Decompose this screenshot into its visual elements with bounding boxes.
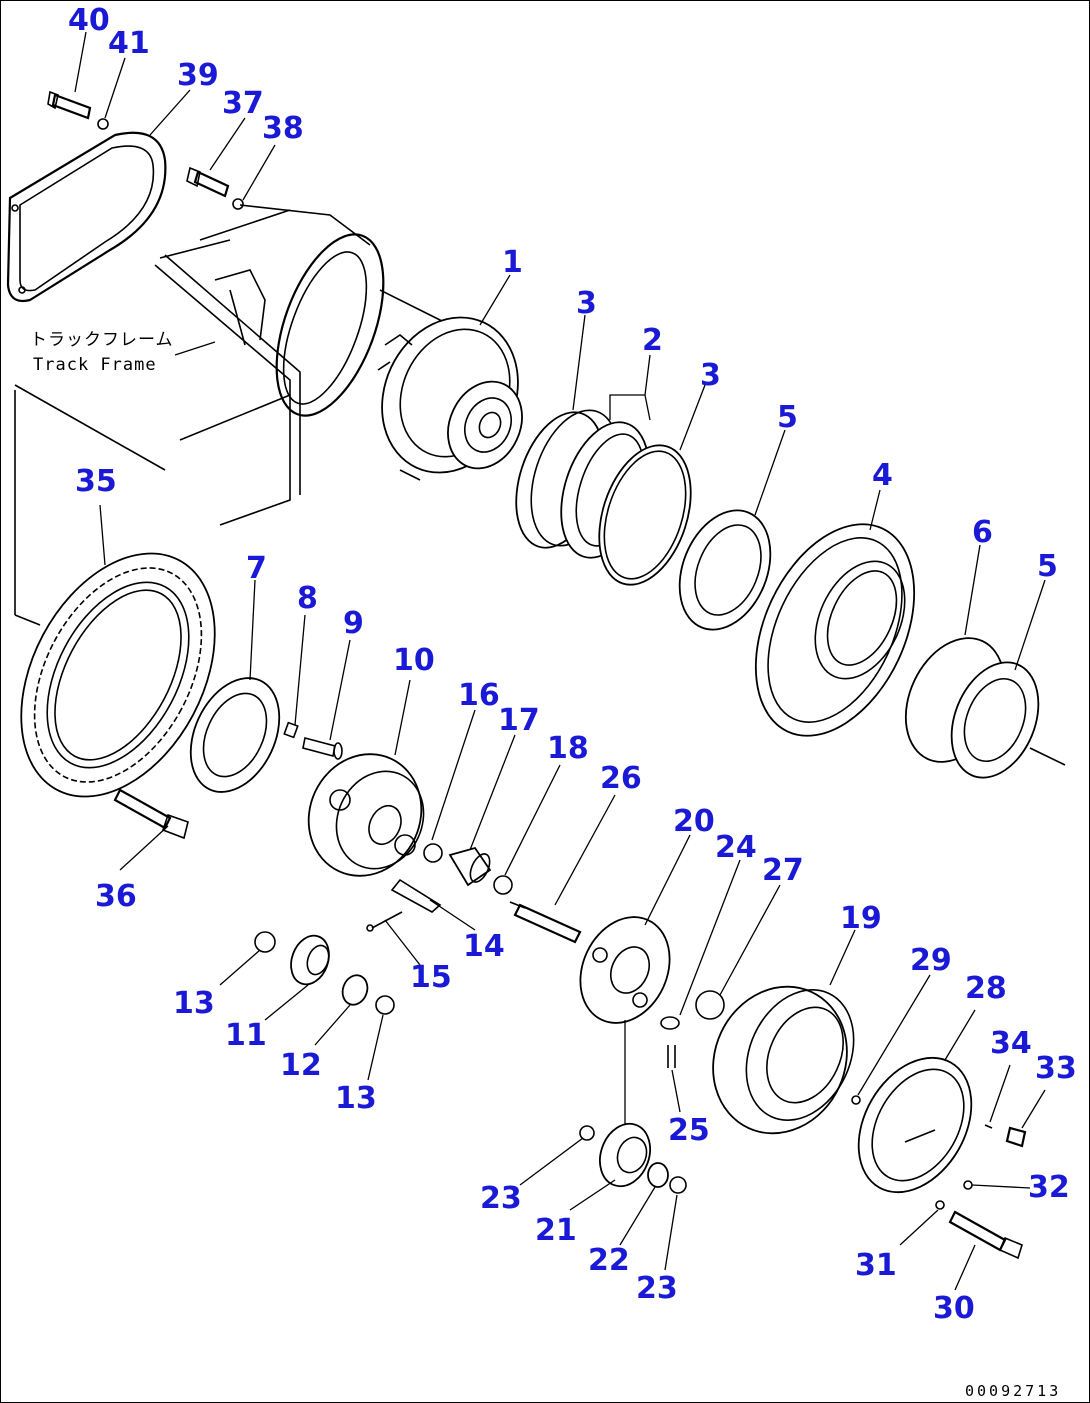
spacer-7 — [189, 677, 281, 793]
planet-gear-21 — [599, 1122, 651, 1188]
thrust-washer-13a — [254, 931, 276, 953]
leader-lines — [74, 31, 1046, 1291]
cover-28 — [857, 1056, 973, 1194]
callout-6: 6 — [972, 515, 993, 550]
callout-1: 1 — [502, 245, 523, 280]
callout-31: 31 — [855, 1248, 897, 1283]
gear-17 — [448, 846, 492, 887]
callout-15: 15 — [410, 960, 452, 995]
callout-13a: 13 — [173, 986, 215, 1021]
washer-38 — [232, 198, 244, 210]
callout-41: 41 — [108, 26, 150, 61]
shaft-14 — [390, 878, 442, 913]
thrust-washer-13b — [375, 995, 395, 1015]
floating-seal-2 — [515, 409, 692, 586]
pin-15 — [366, 911, 403, 932]
snap-ring-16 — [423, 843, 443, 863]
bearing-5a — [678, 509, 772, 631]
callout-11: 11 — [225, 1018, 267, 1053]
callout-3a: 3 — [576, 286, 597, 321]
callout-16: 16 — [458, 678, 500, 713]
final-drive-housing-1 — [377, 316, 523, 481]
callout-30: 30 — [933, 1291, 975, 1326]
callout-10: 10 — [393, 643, 435, 678]
thrust-washer-23b — [669, 1176, 687, 1194]
callout-12: 12 — [280, 1048, 322, 1083]
callout-24: 24 — [715, 830, 757, 865]
bearing-11 — [290, 934, 330, 986]
lock-8 — [283, 721, 299, 739]
callout-26: 26 — [600, 761, 642, 796]
callout-28: 28 — [965, 971, 1007, 1006]
callout-17: 17 — [498, 703, 540, 738]
callout-39: 39 — [177, 58, 219, 93]
callout-20: 20 — [673, 804, 715, 839]
planet-carrier-10 — [307, 753, 425, 877]
callout-19: 19 — [840, 901, 882, 936]
document-id: 00092713 — [965, 1382, 1061, 1400]
callout-18: 18 — [547, 731, 589, 766]
pin-25 — [667, 1045, 676, 1068]
callout-29: 29 — [910, 943, 952, 978]
track-frame — [14, 204, 461, 626]
thrust-washer-23a — [579, 1125, 595, 1141]
callout-27: 27 — [762, 853, 804, 888]
cover-plate-39 — [6, 131, 167, 303]
callout-5b: 5 — [1037, 549, 1058, 584]
callout-2: 2 — [642, 323, 663, 358]
callout-40: 40 — [68, 3, 110, 38]
snap-ring-18 — [493, 875, 513, 895]
callout-7: 7 — [246, 551, 267, 586]
ring-gear-4 — [754, 523, 916, 737]
callout-23b: 23 — [636, 1271, 678, 1306]
callout-32: 32 — [1028, 1170, 1070, 1205]
track-frame-label-jp: トラックフレーム — [30, 330, 174, 350]
bolt-30 — [948, 1210, 1023, 1260]
callout-37: 37 — [222, 86, 264, 121]
bearing-12 — [341, 974, 369, 1006]
pin-24 — [660, 1016, 680, 1030]
washer-41 — [97, 118, 109, 130]
callout-22: 22 — [588, 1243, 630, 1278]
ring-gear-19 — [712, 985, 855, 1135]
bolt-9 — [302, 737, 343, 760]
callout-9: 9 — [343, 606, 364, 641]
bolt-40 — [47, 90, 92, 120]
callout-34: 34 — [990, 1026, 1032, 1061]
callout-3b: 3 — [700, 358, 721, 393]
callout-36: 36 — [95, 879, 137, 914]
callout-23a: 23 — [480, 1181, 522, 1216]
callout-5a: 5 — [777, 400, 798, 435]
plug-33 — [1005, 1126, 1027, 1148]
callout-21: 21 — [535, 1213, 577, 1248]
callout-38: 38 — [262, 111, 304, 146]
sprocket-35 — [20, 552, 216, 798]
callout-35: 35 — [75, 464, 117, 499]
bolt-37 — [186, 166, 230, 198]
callout-25: 25 — [668, 1113, 710, 1148]
callout-13b: 13 — [335, 1081, 377, 1116]
snap-ring-27 — [695, 990, 725, 1020]
callout-numbers: 40 41 39 37 38 1 3 2 3 5 4 6 5 35 7 8 9 … — [68, 3, 1077, 1326]
callout-8: 8 — [297, 581, 318, 616]
o-ring-34 — [984, 1124, 993, 1129]
callout-14: 14 — [463, 929, 505, 964]
shaft-26 — [509, 901, 582, 944]
callout-33: 33 — [1035, 1051, 1077, 1086]
washer-31 — [935, 1200, 945, 1210]
bearing-22 — [647, 1162, 669, 1188]
plug-29 — [851, 1095, 861, 1105]
callout-4: 4 — [872, 458, 893, 493]
track-frame-label-en: Track Frame — [33, 355, 157, 375]
planet-carrier-20 — [579, 916, 671, 1135]
